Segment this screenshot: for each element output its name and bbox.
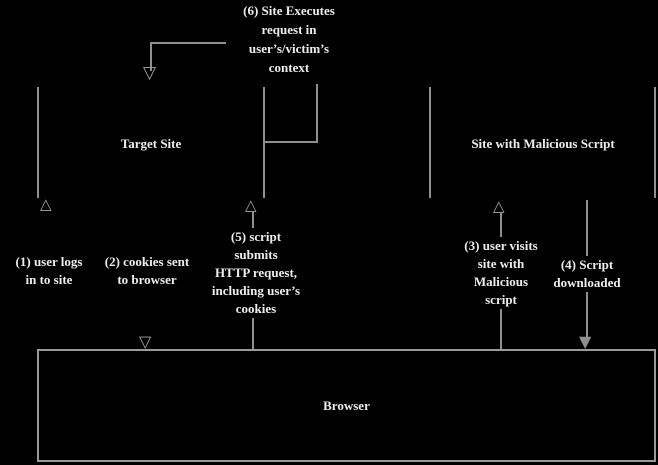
step6-label: (6) Site Executes request in user’s/vict… [226,1,352,77]
step6-arrow-down-icon: ▽ [143,63,157,83]
target-site-left-edge [37,87,39,198]
browser-box: Browser [37,349,656,462]
target-site-right-edge [263,87,265,198]
step6-connector-right-horizontal [263,141,318,143]
step1-arrow-up-icon: △ [40,195,52,213]
malicious-site-left-edge [429,87,431,198]
step3-label: (3) user visits site with Malicious scri… [451,237,551,309]
step6-connector-right-vertical [316,84,318,143]
step3-arrow-up-icon: △ [493,197,505,215]
browser-label: Browser [323,397,370,413]
step6-connector-left-horizontal [150,42,237,44]
step2-arrow-down-icon: ▽ [139,332,152,351]
step5-label: (5) script submits HTTP request, includi… [202,228,310,318]
step2-label: (2) cookies sent to browser [92,253,202,289]
step4-arrow-down-icon: ▼ [579,332,592,351]
malicious-site-right-edge [654,87,656,198]
step4-label: (4) Script downloaded [537,256,637,292]
step5-arrow-up-icon: △ [245,196,257,214]
step6-connector-left-vertical [150,42,152,71]
malicious-site-label: Site with Malicious Script [471,136,615,151]
target-site-label: Target Site [120,136,182,151]
step1-label: (1) user logs in to site [1,253,97,289]
